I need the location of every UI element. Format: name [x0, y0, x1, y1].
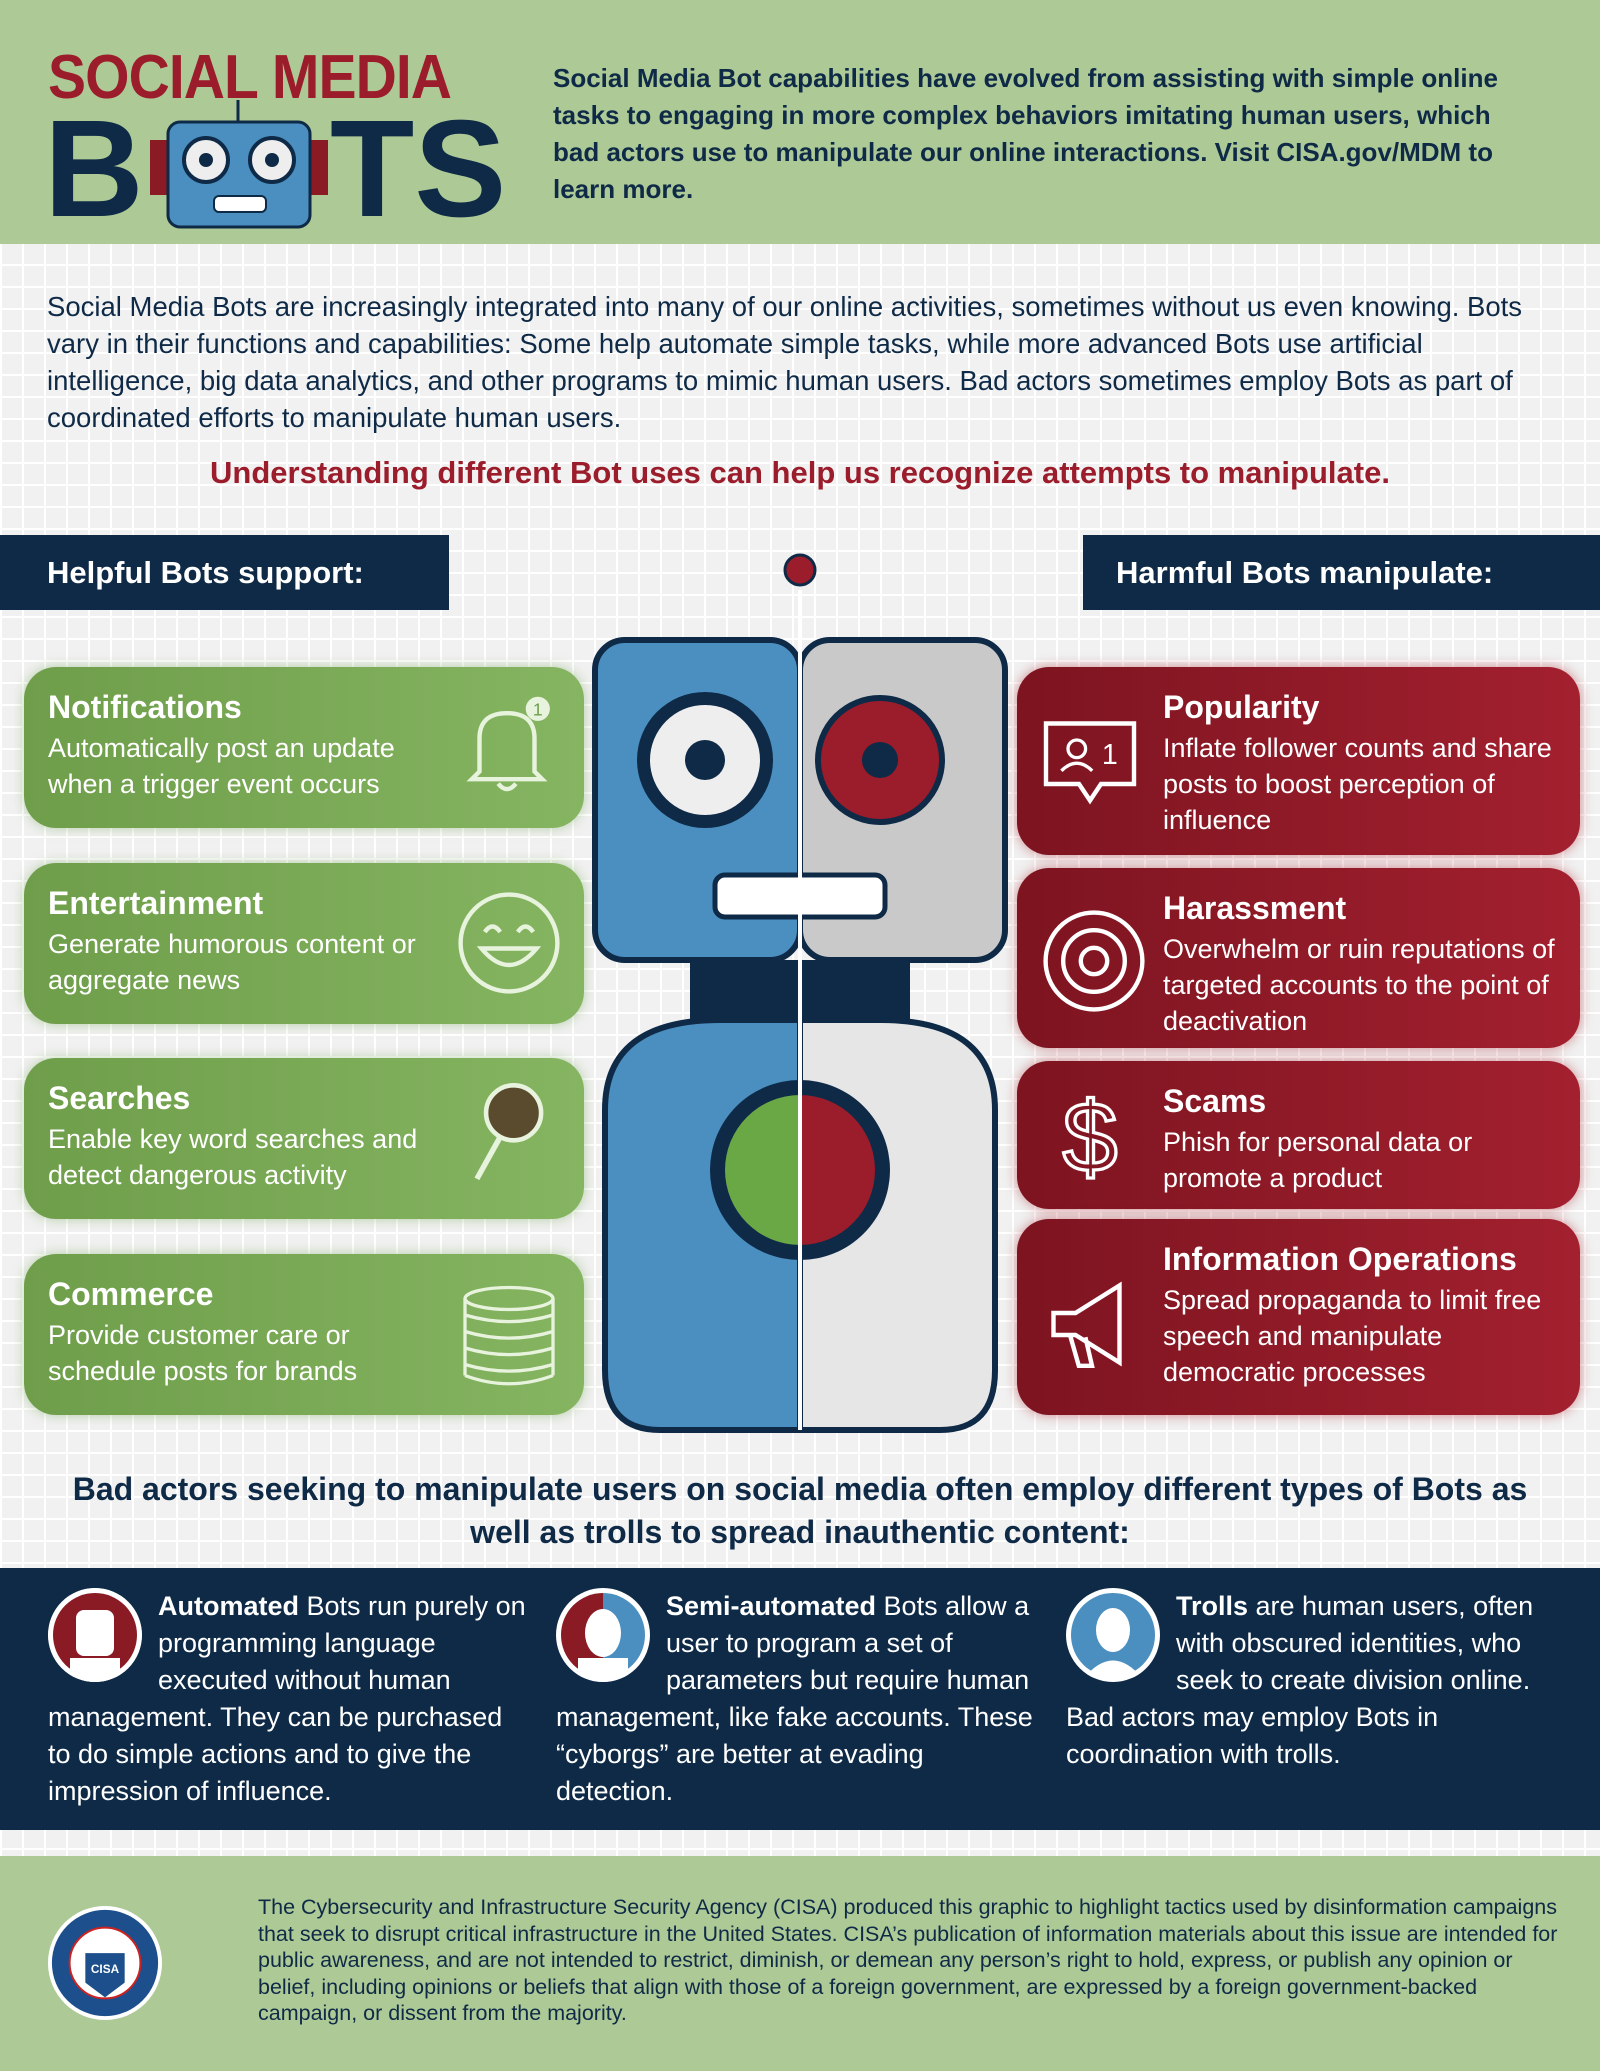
card-text: Provide customer care or schedule posts …: [48, 1320, 358, 1386]
helpful-card-entertainment: Entertainment Generate humorous content …: [24, 863, 584, 1024]
type-automated: Automated Bots run purely on programming…: [48, 1588, 528, 1810]
type-trolls: Trolls are human users, often with obscu…: [1066, 1588, 1546, 1773]
card-text: Phish for personal data or promote a pro…: [1163, 1127, 1473, 1193]
cisa-seal-icon: CISA: [47, 1905, 163, 2021]
robot-illustration-icon: [592, 553, 1008, 1433]
target-icon: [1043, 910, 1145, 1012]
type-title: Automated: [158, 1591, 299, 1621]
card-title: Commerce: [48, 1276, 214, 1312]
helpful-card-commerce: Commerce Provide customer care or schedu…: [24, 1254, 584, 1415]
footer-disclaimer: The Cybersecurity and Infrastructure Sec…: [258, 1895, 1558, 2025]
coins-icon: [463, 1285, 555, 1386]
card-text: Automatically post an update when a trig…: [48, 733, 395, 799]
card-text: Enable key word searches and detect dang…: [48, 1124, 418, 1190]
helpful-label: Helpful Bots support:: [0, 535, 449, 610]
header-banner: SOCIAL MEDIA B TS Social Media Bot capab…: [0, 0, 1600, 244]
card-title: Information Operations: [1163, 1241, 1517, 1277]
card-title: Scams: [1163, 1083, 1267, 1119]
smiley-icon: [458, 892, 560, 994]
troll-avatar-icon: [1066, 1588, 1160, 1682]
type-title: Trolls: [1176, 1591, 1249, 1621]
card-text: Generate humorous content or aggregate n…: [48, 929, 416, 995]
bell-icon: 1: [466, 696, 550, 792]
type-title: Semi-automated: [666, 1591, 877, 1621]
helpful-card-notifications: Notifications Automatically post an upda…: [24, 667, 584, 828]
bottom-headline: Bad actors seeking to manipulate users o…: [72, 1471, 1528, 1550]
harmful-card-popularity: 1 Popularity Inflate follower counts and…: [1017, 667, 1580, 855]
card-title: Notifications: [48, 689, 242, 725]
megaphone-icon: [1051, 1281, 1122, 1368]
header-description: Social Media Bot capabilities have evolv…: [553, 63, 1498, 204]
helpful-card-searches: Searches Enable key word searches and de…: [24, 1058, 584, 1219]
logo-letters-ts: TS: [330, 92, 507, 246]
follower-icon: 1: [1043, 721, 1137, 805]
type-text: Bots run purely on programming language …: [48, 1591, 526, 1806]
card-title: Harassment: [1163, 890, 1347, 926]
harmful-label: Harmful Bots manipulate:: [1083, 535, 1600, 610]
footer: CISA The Cybersecurity and Infrastructur…: [0, 1856, 1600, 2071]
intro-paragraph: Social Media Bots are increasingly integ…: [47, 291, 1523, 433]
dollar-icon: $: [1061, 1081, 1119, 1191]
card-text: Spread propaganda to limit free speech a…: [1163, 1285, 1542, 1387]
type-semi-automated: Semi-automated Bots allow a user to prog…: [556, 1588, 1036, 1810]
card-title: Entertainment: [48, 885, 264, 921]
card-title: Popularity: [1163, 689, 1320, 725]
follower-count: 1: [1102, 739, 1118, 771]
robot-logo-icon: [150, 100, 328, 229]
magnifier-icon: [474, 1083, 544, 1181]
harmful-card-harassment: Harassment Overwhelm or ruin reputations…: [1017, 868, 1580, 1048]
type-text: are human users, often with obscured ide…: [1066, 1591, 1534, 1769]
headline: Understanding different Bot uses can hel…: [210, 455, 1390, 490]
logo-letter-b: B: [44, 92, 144, 246]
card-title: Searches: [48, 1080, 191, 1116]
semi-automated-avatar-icon: [556, 1588, 650, 1682]
harmful-card-information-operations: Information Operations Spread propaganda…: [1017, 1219, 1580, 1415]
automated-bot-avatar-icon: [48, 1588, 142, 1682]
dollar-glyph: $: [1062, 1081, 1117, 1191]
harmful-card-scams: $ Scams Phish for personal data or promo…: [1017, 1061, 1580, 1209]
card-text: Inflate follower counts and share posts …: [1163, 733, 1552, 835]
seal-abbr: CISA: [91, 1962, 120, 1976]
type-text: Bots allow a user to program a set of pa…: [556, 1591, 1033, 1806]
bell-badge: 1: [533, 699, 543, 719]
logo-title-top: SOCIAL MEDIA: [48, 43, 452, 112]
card-text: Overwhelm or ruin reputations of targete…: [1163, 934, 1555, 1036]
bot-types-band: Automated Bots run purely on programming…: [0, 1568, 1600, 1830]
